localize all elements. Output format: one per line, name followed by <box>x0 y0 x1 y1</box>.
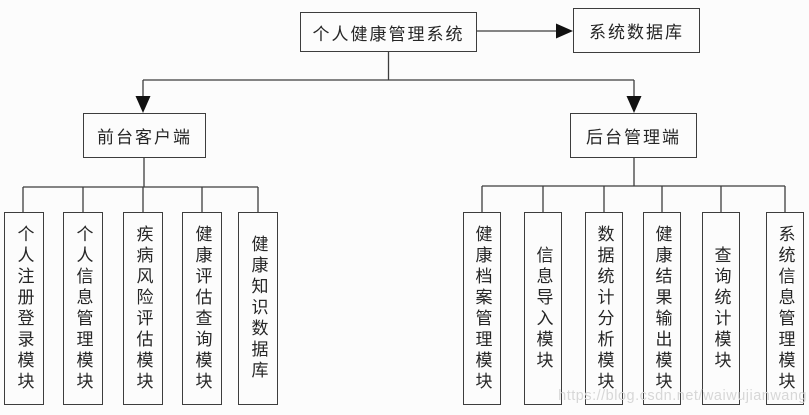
watermark-text: https://blog.csdn.net/waiwujianwang <box>558 388 807 404</box>
node-frontend-label: 前台客户端 <box>97 128 192 147</box>
node-backend: 后台管理端 <box>570 113 697 158</box>
node-backend-module-archive: 健康档案管理模块 <box>463 212 501 405</box>
node-frontend-module-query: 健康评估查询模块 <box>182 212 222 405</box>
node-frontend: 前台客户端 <box>83 113 206 158</box>
frontend-children-connector <box>22 157 259 213</box>
module-label: 个人注册登录模块 <box>14 224 34 393</box>
node-backend-module-querystat: 查询统计模块 <box>702 212 740 405</box>
node-backend-module-import: 信息导入模块 <box>524 212 562 405</box>
module-label: 健康档案管理模块 <box>472 224 492 393</box>
module-label: 疾病风险评估模块 <box>133 224 153 393</box>
node-frontend-module-knowledge: 健康知识数据库 <box>238 212 278 405</box>
module-label: 健康结果输出模块 <box>652 224 672 393</box>
node-database: 系统数据库 <box>573 8 700 53</box>
module-label: 信息导入模块 <box>533 245 553 372</box>
node-frontend-module-info: 个人信息管理模块 <box>63 212 103 405</box>
module-label: 系统信息管理模块 <box>775 224 795 393</box>
node-backend-module-output: 健康结果输出模块 <box>643 212 681 405</box>
node-backend-label: 后台管理端 <box>586 128 681 147</box>
node-root: 个人健康管理系统 <box>300 12 477 52</box>
backend-children-connector <box>481 157 786 213</box>
node-frontend-module-register: 个人注册登录模块 <box>4 212 44 405</box>
module-label: 个人信息管理模块 <box>73 224 93 393</box>
node-frontend-module-risk: 疾病风险评估模块 <box>123 212 163 405</box>
node-backend-module-sysinfo: 系统信息管理模块 <box>766 212 804 405</box>
node-database-label: 系统数据库 <box>589 23 684 42</box>
node-root-label: 个人健康管理系统 <box>312 24 465 44</box>
module-label: 健康知识数据库 <box>248 235 268 382</box>
module-label: 数据统计分析模块 <box>594 224 614 393</box>
module-label: 查询统计模块 <box>711 245 731 372</box>
root-split-connector <box>135 52 642 113</box>
module-label: 健康评估查询模块 <box>192 224 212 393</box>
node-backend-module-statistics: 数据统计分析模块 <box>585 212 623 405</box>
root-to-database-arrow <box>477 23 573 39</box>
